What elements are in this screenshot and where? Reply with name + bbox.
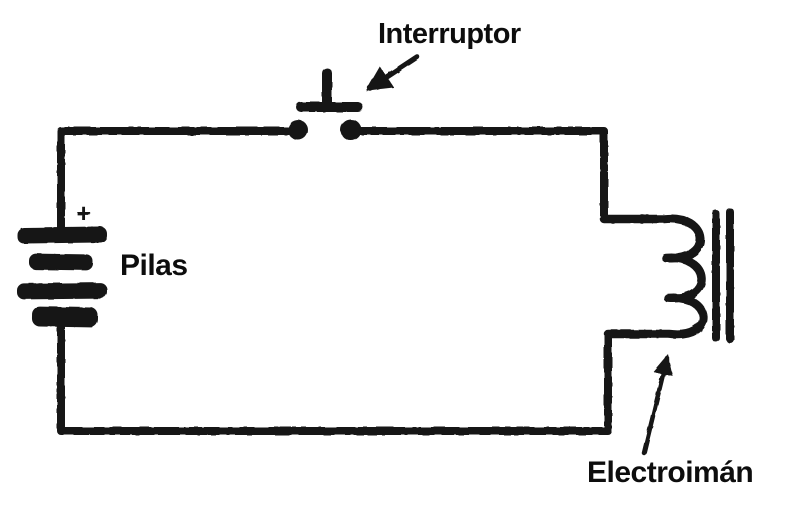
wire-bottom	[57, 319, 612, 435]
wire-top-left	[57, 127, 293, 234]
push-button-switch-icon	[288, 68, 363, 141]
battery-plus-mark: +	[76, 198, 91, 228]
coil-with-core-icon	[599, 208, 734, 343]
battery-bar-3	[16, 282, 108, 300]
battery-bar-2	[28, 253, 94, 271]
circuit-wires	[57, 127, 612, 435]
switch-contact-left	[288, 120, 308, 140]
arrow-to-coil	[641, 353, 674, 456]
battery-label: Pilas	[120, 249, 188, 282]
arrow-to-switch	[365, 54, 420, 91]
battery-bar-1	[16, 226, 108, 244]
annotation-arrows	[365, 54, 674, 456]
switch-label: Interruptor	[378, 18, 521, 50]
coil-windings	[599, 214, 708, 339]
battery-cells-icon	[16, 226, 108, 328]
switch-contact-right	[340, 119, 362, 141]
battery-bar-4	[31, 306, 99, 328]
electromagnet-label: Electroimán	[587, 456, 754, 489]
wire-top-right	[356, 127, 608, 222]
